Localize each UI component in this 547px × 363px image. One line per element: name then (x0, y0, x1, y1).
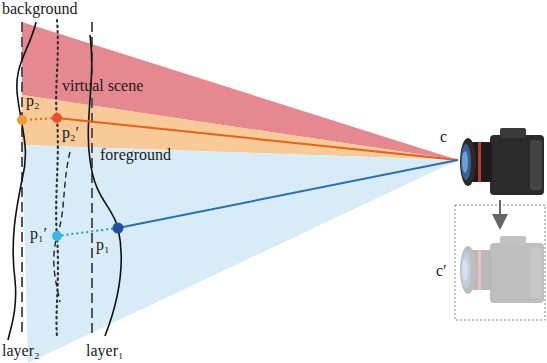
label: p₂′ (62, 124, 79, 142)
background-surface (8, 22, 36, 340)
label: c (440, 128, 447, 146)
layer1-plane (91, 98, 93, 336)
point-p1 (113, 223, 124, 234)
label: layer₂ (2, 342, 40, 360)
label: foreground (100, 146, 171, 164)
virtual-scene-surface (56, 20, 58, 336)
label: p₂ (26, 92, 40, 110)
label: layer₁ (86, 342, 124, 360)
virtual-foreground (54, 152, 70, 302)
point-p2-prime (52, 113, 62, 123)
label: background (2, 0, 78, 18)
label: p₁ (96, 236, 110, 254)
orange-ray-extension (22, 118, 57, 120)
blue-fan (22, 145, 458, 363)
label: c′ (436, 262, 447, 280)
blue-ray (118, 160, 458, 228)
camera-c-prime (460, 236, 544, 303)
label: p₁′ (30, 225, 47, 243)
red-fan (22, 22, 458, 160)
point-p2 (17, 115, 27, 125)
point-p1-prime (52, 231, 62, 241)
camera-c (460, 128, 544, 195)
label: virtual scene (62, 77, 143, 95)
virtual-camera-frame (455, 205, 545, 320)
blue-ray-extension (57, 228, 118, 236)
camera-move-arrow (499, 200, 501, 222)
